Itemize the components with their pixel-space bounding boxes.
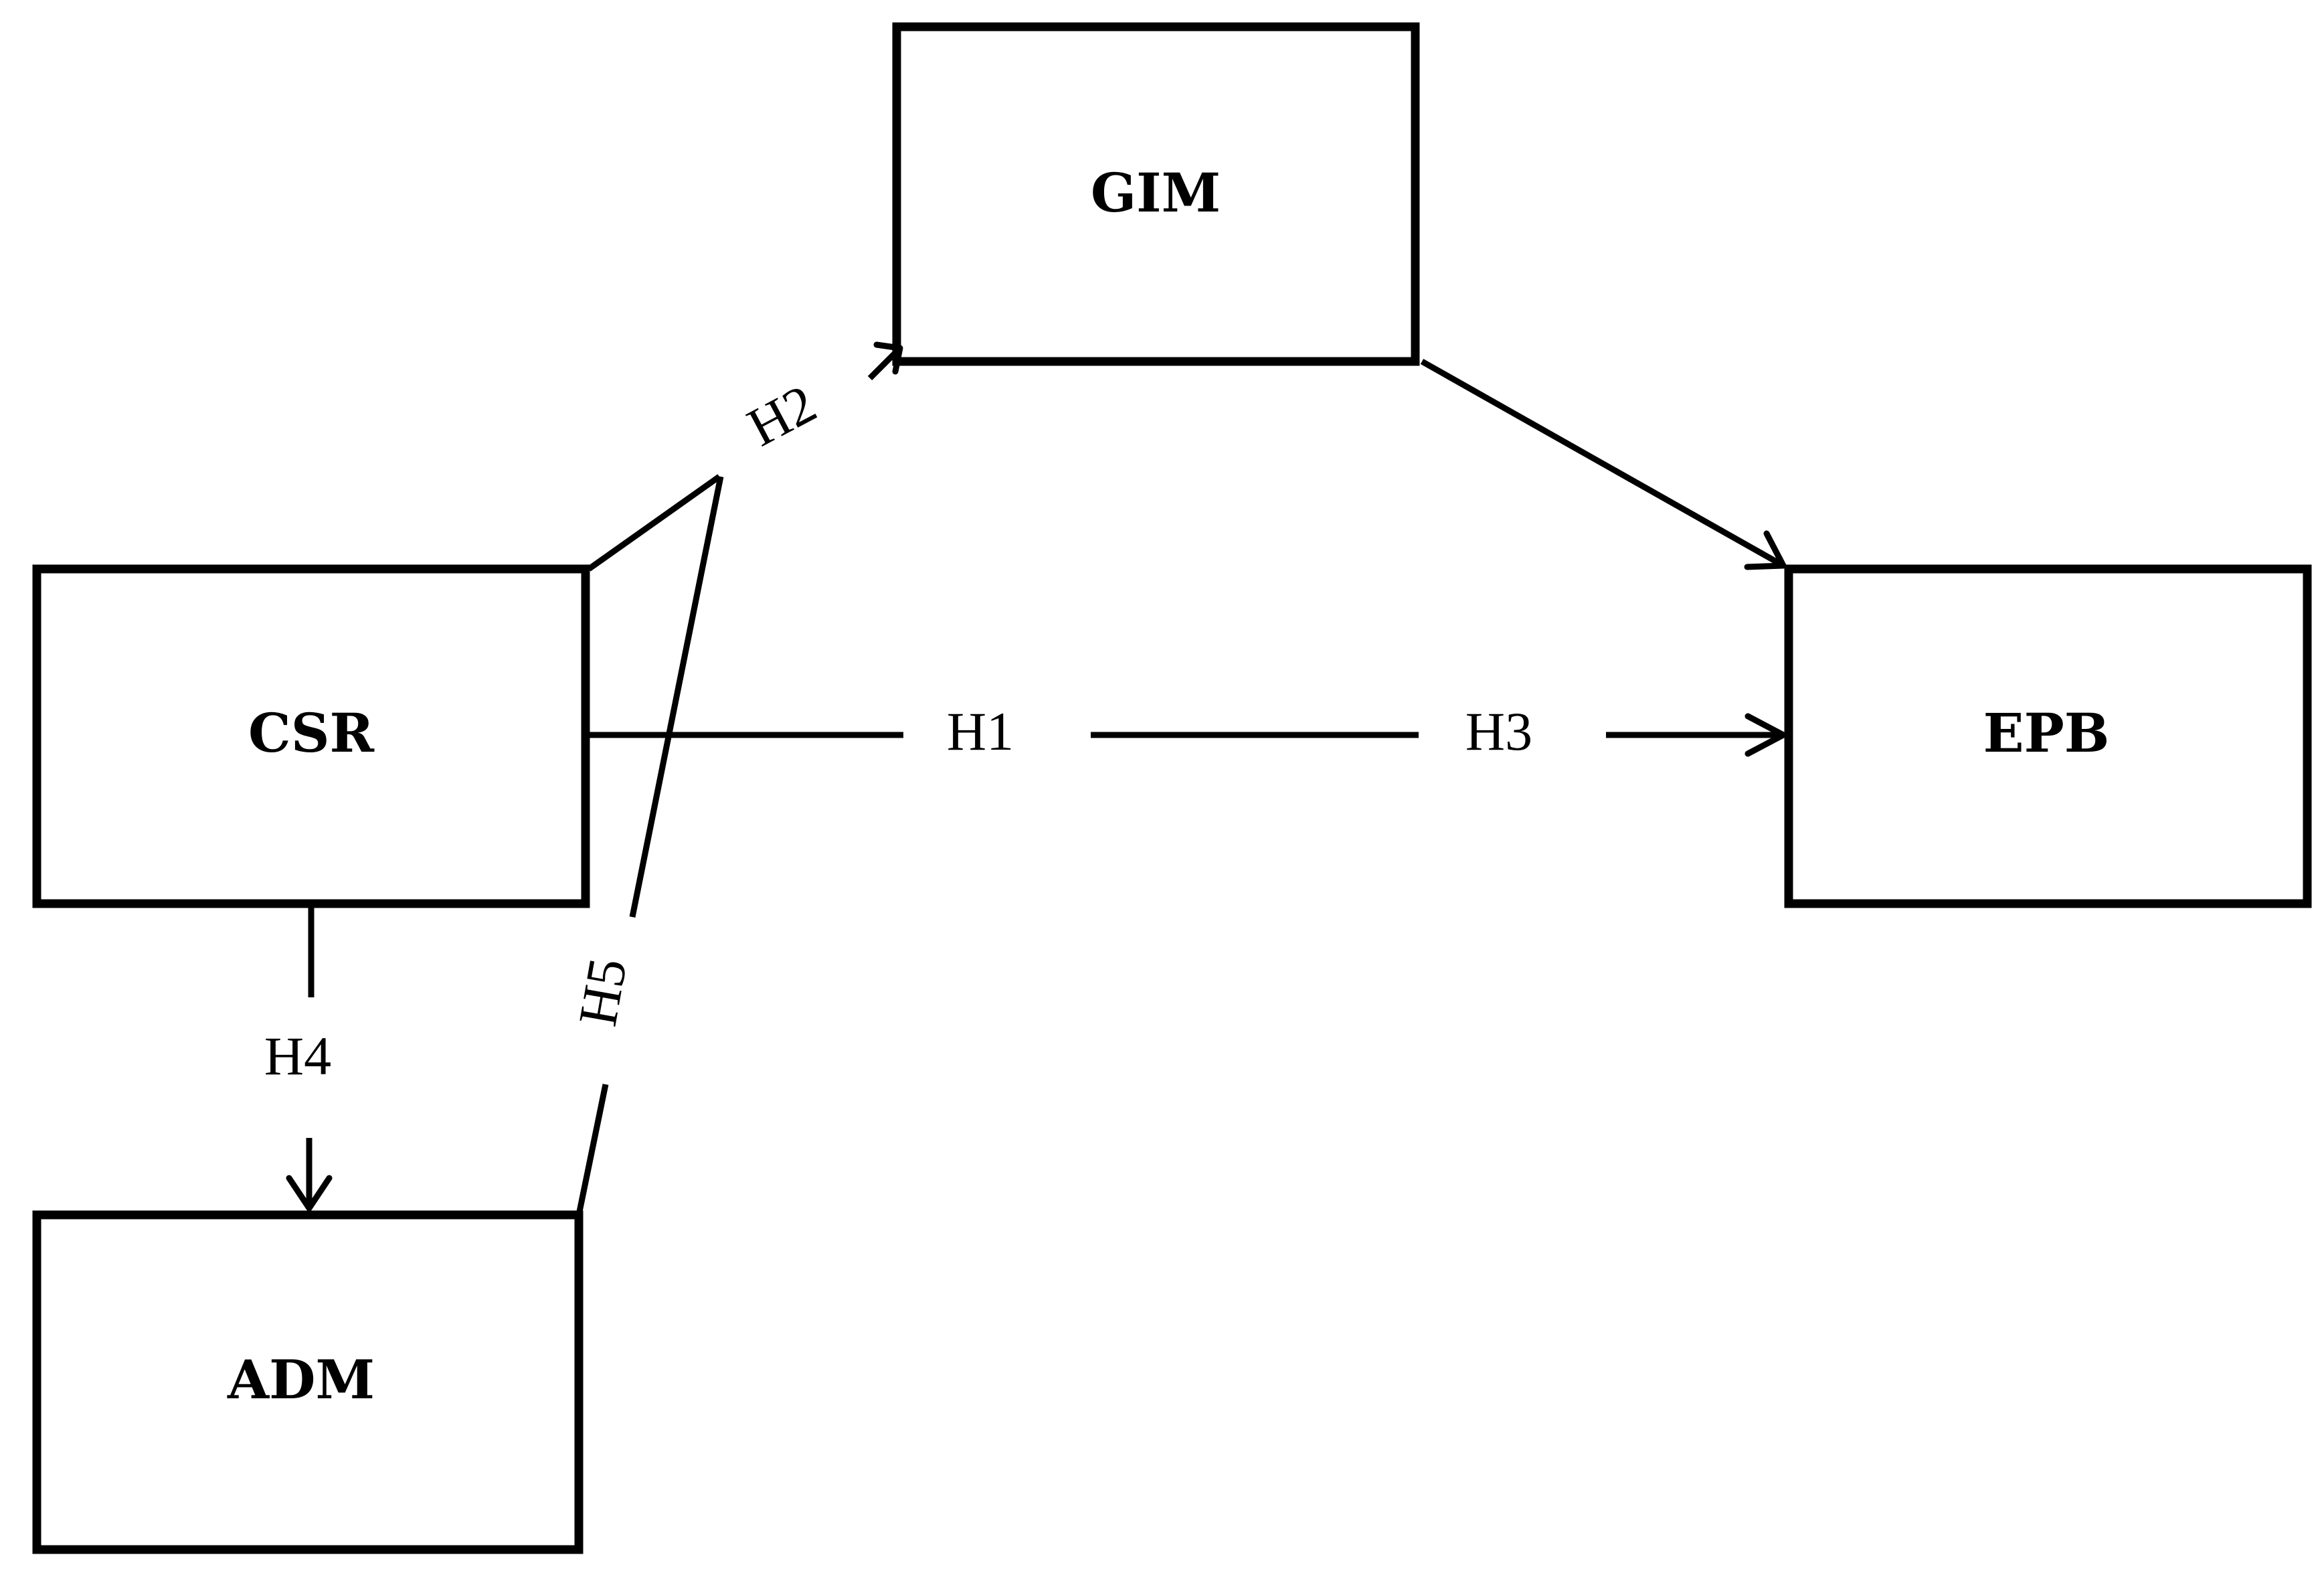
epb-label: EPB — [1983, 701, 2110, 764]
hypothesis-label-h2: H2 — [738, 373, 826, 458]
edge-gim-epb — [1420, 359, 1787, 570]
epb-box: EPB — [1784, 564, 2312, 908]
arrowhead-epb-from-gim — [1744, 530, 1787, 570]
hypothesis-label-h4: H4 — [264, 1025, 331, 1086]
edge-csr-adm — [286, 907, 333, 1212]
hypothesis-label-h5: H5 — [567, 954, 638, 1030]
arrowhead-adm-from-csr — [286, 1175, 333, 1212]
hypothesis-label-h1: H1 — [947, 701, 1014, 762]
edge-adm-moderation-upper — [629, 476, 724, 918]
gim-label: GIM — [1091, 161, 1221, 224]
gim-box: GIM — [892, 22, 1420, 366]
adm-box: ADM — [32, 1210, 584, 1554]
csr-label: CSR — [248, 701, 374, 764]
edge-csr-epb — [589, 713, 1787, 757]
edge-csr-gim — [587, 341, 903, 572]
csr-box: CSR — [32, 564, 590, 908]
hypothesis-label-h3: H3 — [1465, 701, 1532, 762]
edge-csr-gim-lower — [587, 474, 721, 572]
edge-adm-moderation — [575, 476, 724, 1216]
arrowhead-epb-from-csr — [1745, 713, 1787, 757]
edge-csr-gim-upper — [867, 345, 903, 381]
edge-adm-moderation-lower — [575, 1084, 609, 1216]
edge-gim-epb-line — [1420, 359, 1785, 568]
arrowhead-gim-from-csr — [873, 341, 903, 375]
adm-label: ADM — [227, 1348, 375, 1411]
